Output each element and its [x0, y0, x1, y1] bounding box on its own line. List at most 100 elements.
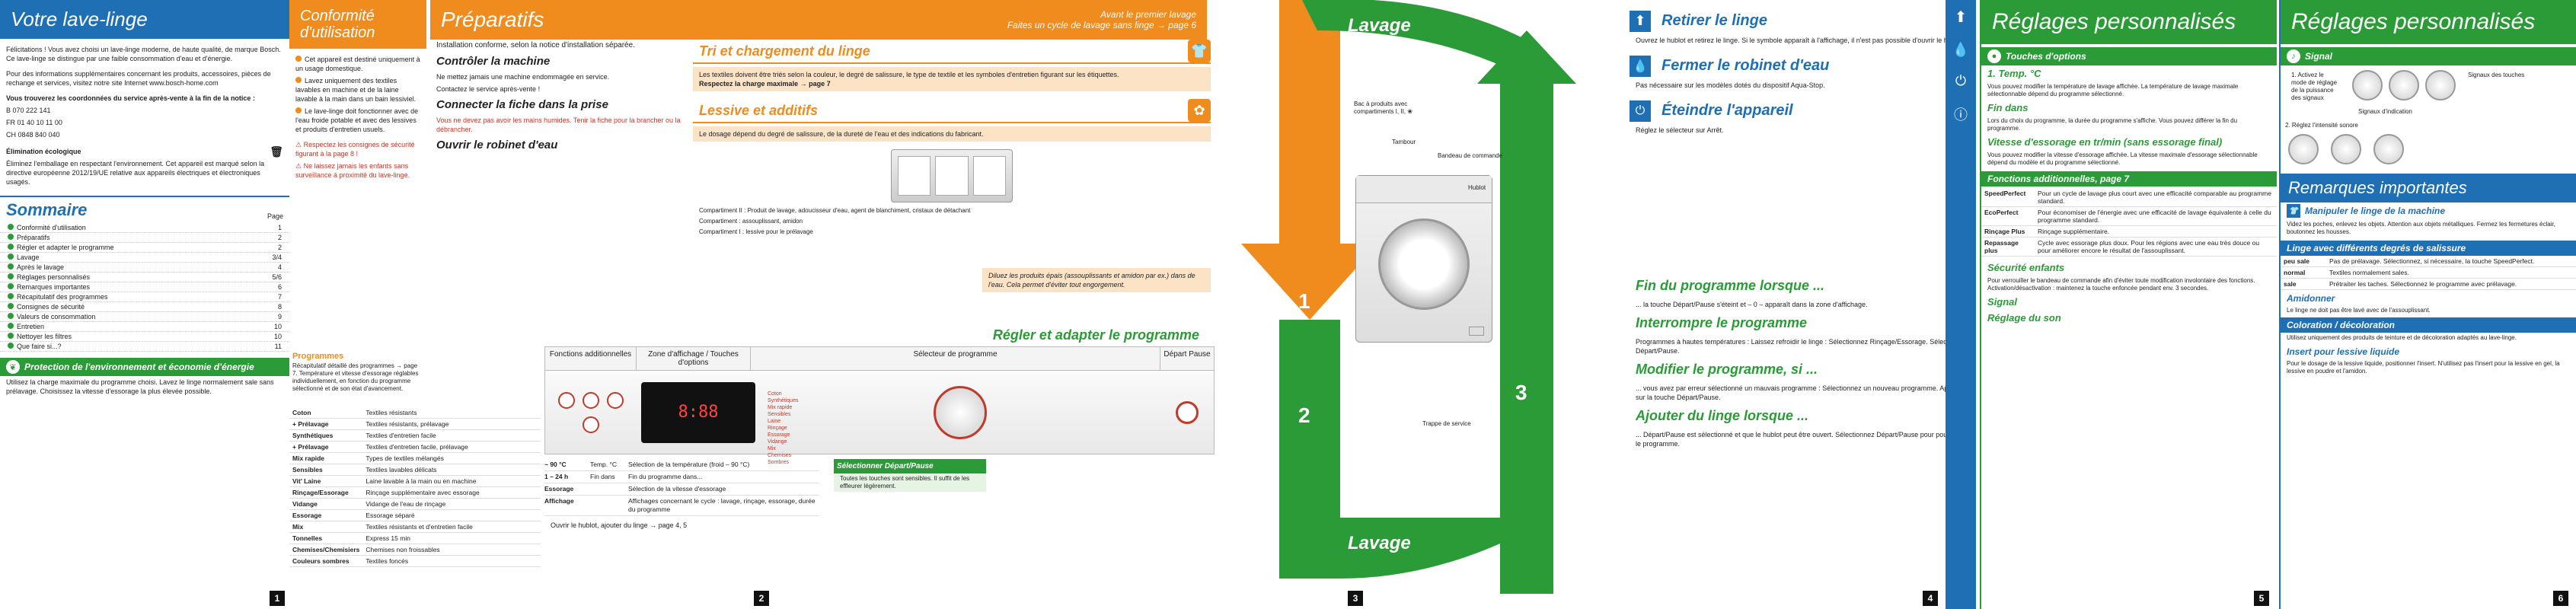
tap-header: 💧 Fermer le robinet d'eau	[1630, 53, 1976, 79]
settings-title-6: Réglages personnalisés	[2281, 0, 2576, 44]
interrupt-title: Interrompre le programme	[1636, 315, 1808, 330]
programs-title: Programmes	[292, 352, 344, 361]
toc-label: Après le lavage	[8, 263, 64, 272]
toc-page: 7	[277, 293, 282, 301]
prep-subtitle: Avant le premier lavage Faites un cycle …	[1007, 9, 1196, 30]
programs-intro: Récapitulatif détaillé des programmes → …	[292, 362, 419, 392]
control-title: Contrôler la machine	[436, 55, 551, 68]
dye-bar: Coloration / décoloration	[2281, 317, 2576, 333]
interrupt-text: Programmes à hautes températures : Laiss…	[1636, 338, 1969, 355]
eco-text: Pour économiser de l'énergie avec une ef…	[2035, 206, 2277, 226]
speedperfect-button[interactable]	[558, 391, 575, 409]
leaf-icon: ❦	[6, 360, 20, 374]
toc-label-text: Que faire si...?	[17, 343, 62, 350]
modify-title: Modifier le programme, si ...	[1636, 362, 1818, 377]
toc-page: 3/4	[272, 253, 282, 261]
page-number-1: 1	[270, 591, 285, 606]
bullet-icon	[8, 293, 14, 299]
toc-row[interactable]: Lavage 3/4	[0, 253, 289, 263]
step-3: 3	[1515, 381, 1527, 404]
off-text: Réglez le sélecteur sur Arrêt.	[1636, 126, 1724, 134]
knob-icon	[2425, 70, 2456, 100]
compartment-pre-text: Compartiment : assouplissant, amidon	[699, 218, 803, 225]
selector-label: Chemises	[768, 452, 792, 458]
toc-page: 5/6	[272, 273, 282, 281]
panel-settings-1: Réglages personnalisés ● Touches d'optio…	[1980, 0, 2277, 609]
prep-header: Préparatifs Avant le premier lavage Fait…	[430, 0, 1207, 40]
toc-label-text: Régler et adapter le programme	[17, 244, 114, 251]
settings-title-5: Réglages personnalisés	[1981, 0, 2277, 44]
tap-title: Ouvrir le robinet d'eau	[436, 139, 558, 151]
off-header: ⏻ Éteindre l'appareil	[1630, 97, 1976, 124]
intro-text-2: Pour des informations supplémentaires co…	[6, 70, 271, 87]
page-number-5: 5	[2254, 591, 2269, 606]
tap-text: Pas nécessaire sur les modèles dotés du …	[1636, 81, 1825, 89]
iron-title: Repassage plus	[1981, 237, 2035, 257]
program-desc: Textiles d'entretien facile	[362, 429, 541, 442]
conformity-item-text: Cet appareil est destiné uniquement à un…	[295, 56, 420, 72]
selector-label: Coton	[768, 391, 782, 397]
selector-label: Mix	[768, 445, 776, 451]
extra-bar: Fonctions additionnelles, page 7	[1981, 171, 2277, 187]
toc-label-text: Valeurs de consommation	[17, 313, 96, 320]
start-pause-button[interactable]	[1176, 400, 1199, 424]
toc-label: Réglages personnalisés	[8, 273, 90, 282]
display-digits: 8:88	[678, 403, 719, 422]
disposal-title-text: Élimination écologique	[6, 148, 81, 155]
side-strip: ⬆ 💧 ⏻ ⓘ	[1946, 0, 1976, 609]
ecoperfect-button[interactable]	[583, 391, 599, 409]
toc-row[interactable]: Réglages personnalisés 5/6	[0, 273, 289, 282]
program-selector-knob[interactable]	[934, 385, 987, 439]
toc-page: 6	[277, 283, 282, 291]
conformity-item-2: Lavez uniquement des textiles lavables e…	[289, 75, 426, 105]
toc-label: Lavage	[8, 253, 40, 262]
add-text: ... Départ/Pause est sélectionné et que …	[1636, 431, 1968, 448]
toc-page: 2	[277, 234, 282, 241]
toc-label-text: Nettoyer les filtres	[17, 333, 72, 340]
disposal-title: Élimination écologique 🗑	[0, 145, 289, 158]
bullet-icon	[8, 244, 14, 250]
knob-icon	[2389, 70, 2419, 100]
compartment-1-icon	[898, 156, 931, 196]
service-hatch-icon	[1469, 327, 1484, 336]
remarks-title: Remarques importantes	[2281, 174, 2576, 202]
toc-row[interactable]: Que faire si...?11	[0, 342, 289, 352]
strip-info-icon: ⓘ	[1954, 107, 1968, 123]
rinse-button[interactable]	[607, 391, 624, 409]
iron-button[interactable]	[583, 416, 599, 433]
starch-bar: Amidonner	[2281, 292, 2576, 305]
modify-text: ... vous avez par erreur sélectionné un …	[1636, 384, 1967, 401]
settings-title: Régler et adapter le programme	[992, 327, 1199, 343]
conformity-item-text: Le lave-linge doit fonctionner avec de l…	[295, 107, 419, 133]
panel-label: Bandeau de commande	[1438, 152, 1502, 159]
options-title: Touches d'options	[2006, 51, 2086, 62]
env-text: Utilisez la charge maximale du programme…	[6, 378, 274, 395]
flow-arrows	[1241, 0, 1576, 594]
rinse-text: Rinçage supplémentaire.	[2035, 225, 2277, 238]
contact-title: Vous trouverez les coordonnées du servic…	[6, 94, 255, 102]
green-arrow-bottom	[1279, 320, 1538, 579]
tshirt-icon: 👕	[2287, 204, 2300, 218]
toc-label: Régler et adapter le programme	[8, 243, 114, 252]
